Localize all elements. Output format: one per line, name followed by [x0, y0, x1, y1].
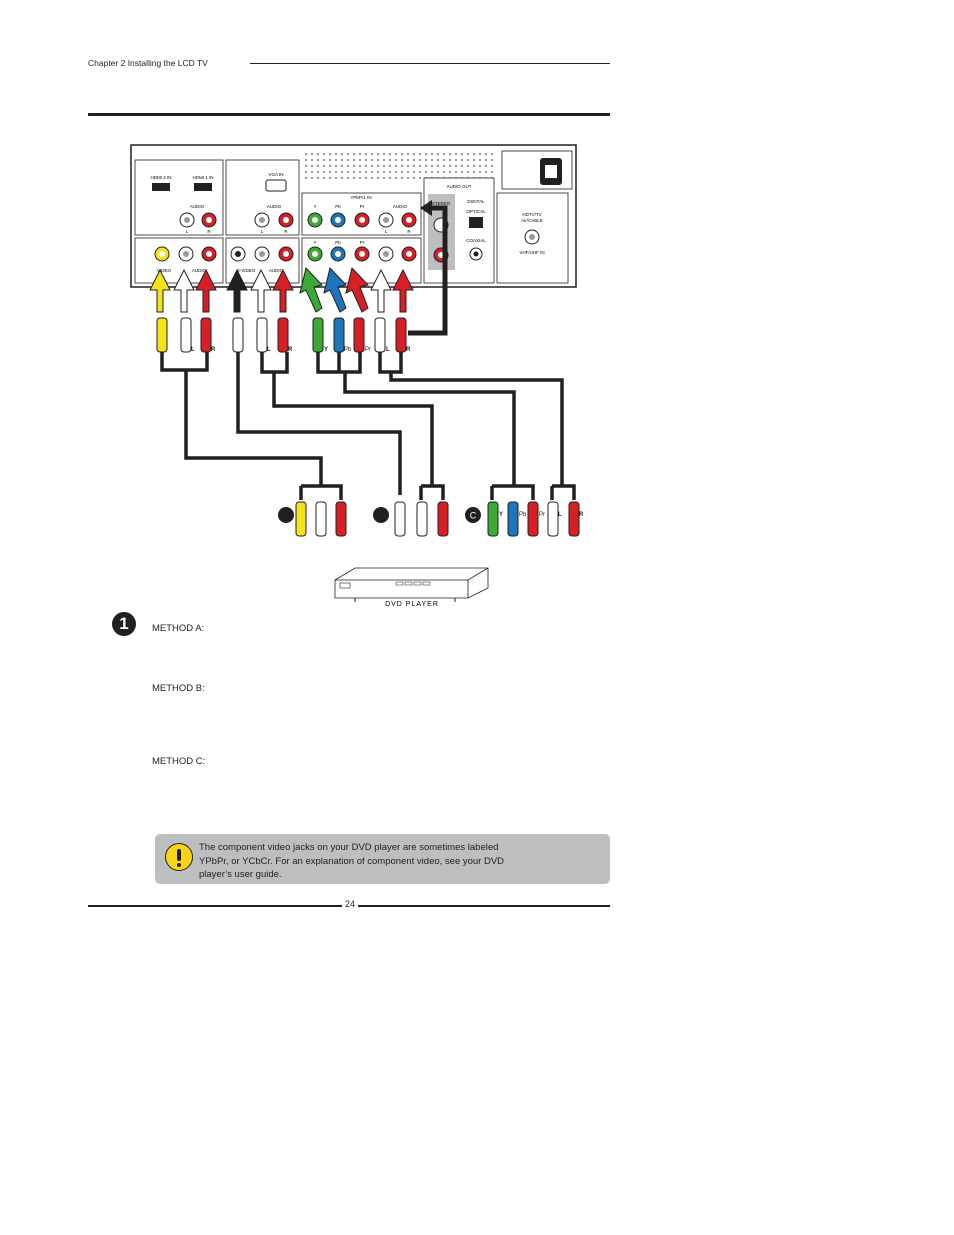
svg-text:AUDIO: AUDIO	[267, 204, 282, 209]
svg-text:VGA IN: VGA IN	[268, 172, 283, 177]
svg-text:Pb: Pb	[335, 240, 341, 245]
svg-text:R: R	[406, 347, 411, 353]
upper-plugs	[156, 317, 407, 353]
note-line: player’s user guide.	[199, 869, 282, 880]
tv-back-panel: HDMI 2 IN HDMI 1 IN AUDIO L R VGA IN AUD…	[130, 144, 577, 288]
svg-text:R: R	[579, 512, 584, 518]
method-c-badge	[465, 507, 481, 523]
warning-icon	[165, 843, 193, 871]
svg-text:Pr: Pr	[365, 347, 371, 353]
note-line: YPbPr, or YCbCr. For an explanation of c…	[199, 855, 505, 867]
step-number: 1	[112, 612, 136, 636]
lower-plugs	[295, 501, 580, 537]
svg-text:AUDIO: AUDIO	[393, 204, 408, 209]
note-line: The component video jacks on your DVD pl…	[199, 842, 499, 853]
svg-text:AUDIO OUT: AUDIO OUT	[446, 184, 471, 189]
hdmi1-label: HDMI 1 IN	[192, 175, 213, 180]
method-b-badge	[373, 507, 389, 523]
method-a-badge	[278, 507, 294, 523]
svg-text:Pr: Pr	[360, 204, 365, 209]
svg-text:L: L	[267, 347, 271, 353]
page-number: 24	[344, 899, 355, 909]
method-b-label: METHOD B:	[152, 683, 205, 694]
svg-text:L: L	[261, 229, 264, 234]
hdmi2-label: HDMI 2 IN	[150, 175, 171, 180]
svg-text:Pb: Pb	[335, 204, 341, 209]
footer-rule-right	[358, 905, 610, 907]
connection-diagram: HDMI 2 IN HDMI 1 IN AUDIO L R VGA IN AUD…	[130, 144, 584, 608]
svg-text:DVD PLAYER: DVD PLAYER	[385, 601, 439, 608]
chapter-header: Chapter 2 Installing the LCD TV	[88, 58, 208, 68]
svg-text:C: C	[470, 511, 477, 521]
footer-rule-left	[88, 905, 342, 907]
svg-text:Pr: Pr	[360, 240, 365, 245]
connection-arrows	[149, 266, 414, 313]
svg-text:VIDEO: VIDEO	[157, 268, 172, 273]
svg-text:Pb: Pb	[344, 347, 352, 353]
svg-text:HDTV/TV: HDTV/TV	[522, 212, 541, 217]
svg-text:Air/CABLE: Air/CABLE	[521, 218, 543, 223]
svg-text:OPTICAL: OPTICAL	[466, 209, 486, 214]
svg-text:Y: Y	[499, 512, 503, 518]
svg-text:S-VIDEO: S-VIDEO	[237, 268, 256, 273]
svg-text:R: R	[284, 229, 288, 234]
svg-text:STEREO: STEREO	[432, 201, 451, 206]
svg-text:L: L	[191, 347, 195, 353]
svg-text:R: R	[407, 229, 411, 234]
svg-text:Pb: Pb	[519, 512, 527, 518]
method-c-label: METHOD C:	[152, 756, 206, 767]
svg-text:L: L	[186, 229, 189, 234]
svg-text:AUDIO: AUDIO	[269, 268, 284, 273]
svg-text:Y: Y	[313, 204, 316, 209]
svg-text:AUDIO: AUDIO	[192, 268, 207, 273]
svg-text:R: R	[207, 229, 211, 234]
svg-text:YPbPr1 IN: YPbPr1 IN	[350, 195, 371, 200]
svg-text:Pr: Pr	[539, 512, 545, 518]
svg-text:R: R	[211, 347, 216, 353]
dvd-player: DVD PLAYER	[334, 567, 489, 608]
svg-text:L: L	[558, 512, 562, 518]
svg-text:L: L	[386, 347, 390, 353]
svg-text:Y: Y	[324, 347, 328, 353]
note-box	[155, 834, 610, 884]
svg-text:Y: Y	[313, 240, 316, 245]
svg-text:COAXIAL: COAXIAL	[466, 238, 486, 243]
svg-text:L: L	[385, 229, 388, 234]
section-rule	[88, 113, 610, 116]
svg-text:R: R	[288, 347, 293, 353]
svg-text:AUDIO: AUDIO	[190, 204, 205, 209]
method-a-label: METHOD A:	[152, 623, 205, 634]
cables	[160, 352, 576, 500]
header-rule	[250, 63, 610, 64]
svg-text:VHF/UHF IN: VHF/UHF IN	[519, 250, 544, 255]
svg-text:DIGITAL: DIGITAL	[467, 199, 485, 204]
note-text: The component video jacks on your DVD pl…	[199, 841, 539, 882]
